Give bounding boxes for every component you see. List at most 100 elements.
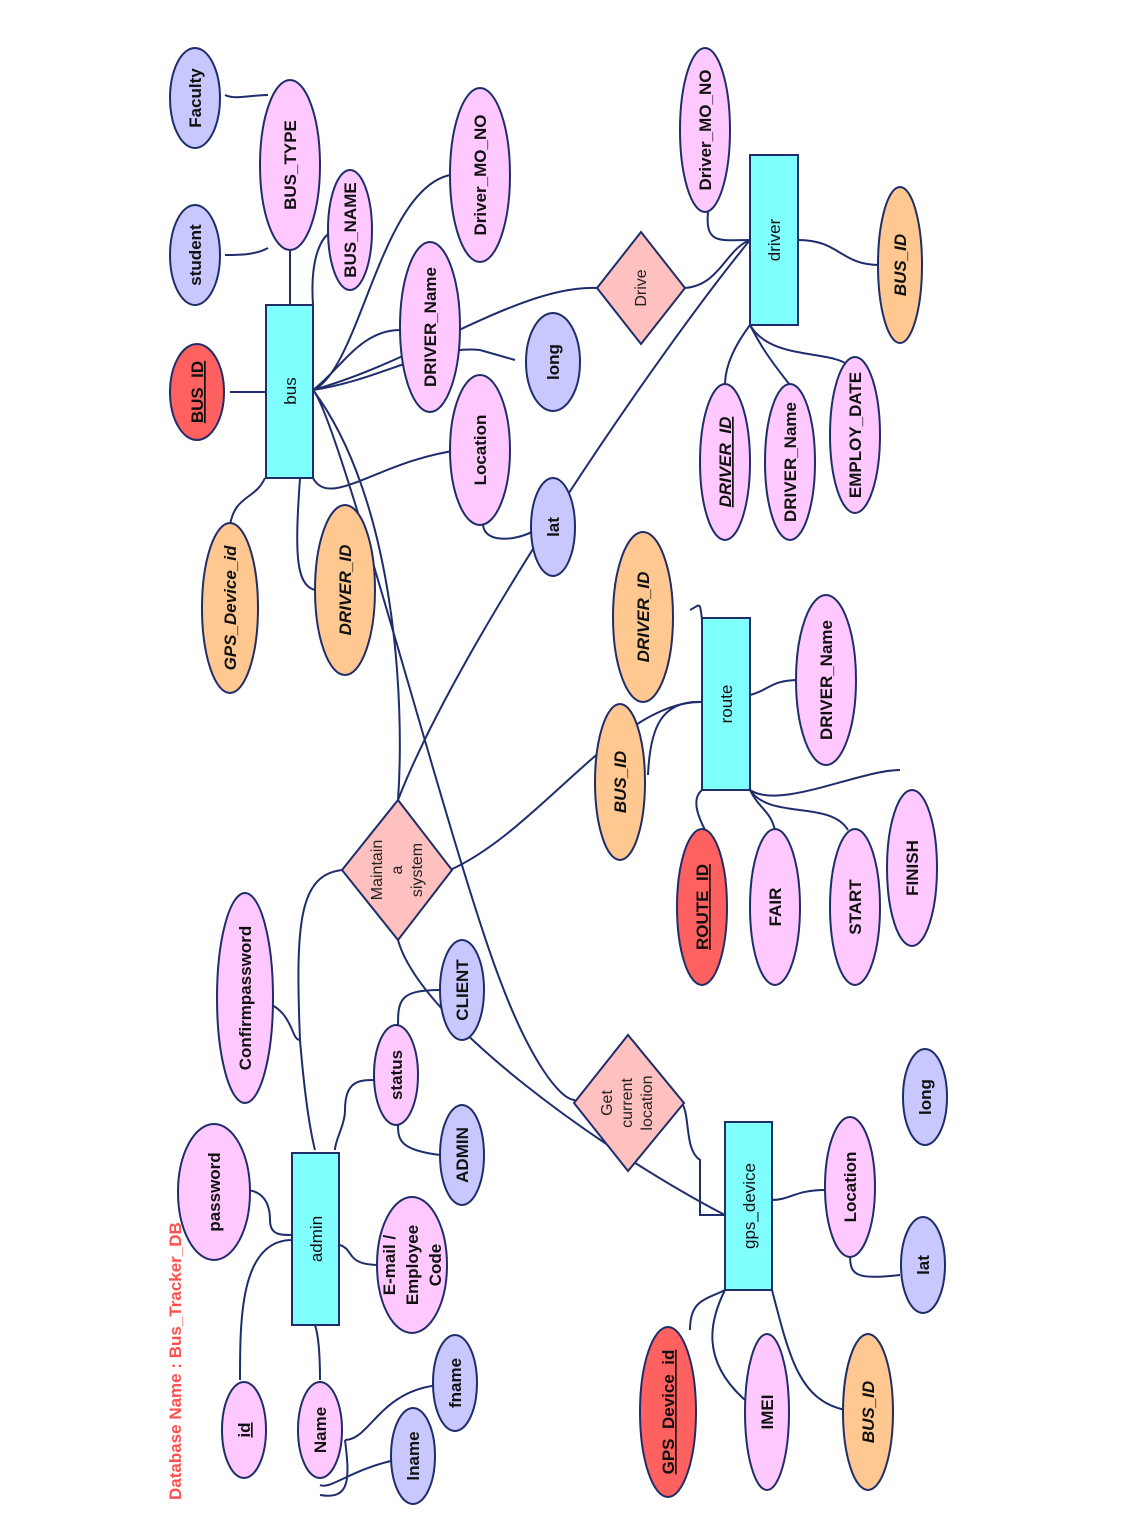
svg-text:location: location [639, 1075, 656, 1130]
svg-text:Confirmpassword: Confirmpassword [236, 926, 255, 1071]
svg-text:START: START [846, 879, 865, 935]
svg-text:BUS_ID: BUS_ID [188, 361, 207, 423]
svg-text:admin: admin [307, 1216, 326, 1262]
svg-text:Driver_MO_NO: Driver_MO_NO [471, 115, 490, 236]
svg-text:DRIVER_ID: DRIVER_ID [634, 572, 653, 663]
attr-name: Name [297, 1381, 343, 1479]
svg-text:long: long [916, 1079, 935, 1115]
svg-text:Get: Get [599, 1090, 616, 1116]
svg-text:DRIVER_ID: DRIVER_ID [716, 417, 735, 508]
attr-location-bus: Location [449, 374, 511, 526]
svg-text:fname: fname [446, 1358, 465, 1408]
svg-text:password: password [205, 1152, 224, 1231]
attr-lat-bus: lat [530, 477, 576, 577]
svg-text:Employee: Employee [403, 1225, 422, 1305]
attr-fname: fname [432, 1334, 478, 1432]
attr-driver-mo-no-drv: Driver_MO_NO [679, 47, 731, 213]
attr-driver-name-route: DRIVER_Name [795, 594, 857, 766]
svg-text:a: a [389, 865, 406, 874]
database-title: Database Name : Bus_Tracker_DB [166, 1222, 185, 1500]
svg-text:Code: Code [426, 1244, 445, 1287]
svg-text:DRIVER_ID: DRIVER_ID [336, 545, 355, 636]
svg-text:route: route [717, 685, 736, 724]
relationship-drive: Drive [595, 230, 687, 346]
attr-faculty: Faculty [169, 47, 221, 149]
svg-text:IMEI: IMEI [758, 1395, 777, 1430]
svg-text:Location: Location [471, 415, 490, 486]
attr-location-gps: Location [824, 1116, 876, 1258]
attr-email-employee-code: E-mail / Employee Code [376, 1196, 448, 1334]
attr-bus-id-gps: BUS_ID [842, 1333, 894, 1491]
svg-text:FAIR: FAIR [766, 888, 785, 927]
attr-lat-gps: lat [900, 1216, 946, 1314]
connector-lines [224, 94, 901, 1497]
attr-client: CLIENT [439, 939, 485, 1041]
svg-text:ADMIN: ADMIN [453, 1127, 472, 1183]
svg-text:GPS_Device_id: GPS_Device_id [221, 545, 240, 670]
attr-long-gps: long [902, 1048, 948, 1146]
entity-gps-device: gps_device [724, 1121, 773, 1291]
svg-text:lat: lat [544, 517, 563, 537]
svg-text:Drive: Drive [633, 269, 650, 306]
attr-start: START [829, 828, 881, 986]
svg-text:BUS_ID: BUS_ID [611, 751, 630, 813]
entity-driver: driver [749, 154, 799, 326]
entity-route: route [701, 617, 751, 791]
entity-bus: bus [265, 304, 314, 479]
svg-text:long: long [544, 344, 563, 380]
svg-text:current: current [619, 1078, 636, 1128]
attr-fair: FAIR [749, 828, 801, 986]
attr-bus-id-route: BUS_ID [594, 703, 646, 861]
attr-gps-device-id-bus: GPS_Device_id [201, 522, 259, 694]
attr-admin-role: ADMIN [439, 1104, 485, 1206]
svg-text:ROUTE_ID: ROUTE_ID [693, 864, 712, 950]
relationship-maintain: Maintain a siystem [340, 798, 454, 942]
svg-text:student: student [186, 224, 205, 286]
svg-text:BUS_ID: BUS_ID [891, 234, 910, 296]
svg-text:BUS_TYPE: BUS_TYPE [281, 120, 300, 210]
attr-bus-name: BUS_NAME [327, 169, 373, 291]
svg-text:siystem: siystem [409, 843, 426, 897]
attr-password: password [177, 1123, 251, 1261]
svg-text:DRIVER_Name: DRIVER_Name [421, 267, 440, 387]
svg-text:lat: lat [914, 1255, 933, 1275]
attr-employ-date: EMPLOY_DATE [829, 356, 881, 514]
attr-lname: lname [390, 1407, 436, 1505]
attr-driver-mo-no-bus: Driver_MO_NO [449, 87, 511, 263]
svg-text:Maintain: Maintain [369, 840, 386, 900]
attr-finish: FINISH [886, 789, 938, 947]
svg-text:Faculty: Faculty [186, 68, 205, 128]
attr-driver-id-bus: DRIVER_ID [314, 504, 376, 676]
attr-gps-device-id: GPS_Device_id [639, 1326, 697, 1498]
attr-bus-id: BUS_ID [169, 343, 225, 441]
svg-text:Name: Name [311, 1407, 330, 1453]
svg-text:BUS_ID: BUS_ID [859, 1381, 878, 1443]
attr-confirmpassword: Confirmpassword [216, 892, 274, 1104]
svg-text:EMPLOY_DATE: EMPLOY_DATE [846, 372, 865, 498]
svg-text:GPS_Device_id: GPS_Device_id [659, 1350, 678, 1475]
attr-bus-type: BUS_TYPE [259, 79, 321, 251]
attr-driver-name-bus: DRIVER_Name [399, 241, 461, 413]
attr-driver-id-route: DRIVER_ID [612, 531, 674, 703]
attr-status: status [373, 1024, 419, 1126]
svg-text:CLIENT: CLIENT [453, 959, 472, 1021]
svg-text:DRIVER_Name: DRIVER_Name [817, 620, 836, 740]
svg-text:Location: Location [841, 1152, 860, 1223]
svg-text:bus: bus [281, 377, 300, 404]
svg-text:driver: driver [765, 218, 784, 261]
attr-imei: IMEI [744, 1333, 790, 1491]
attr-long-bus: long [525, 312, 581, 412]
relationship-get-current-location: Get current location [572, 1033, 686, 1173]
svg-text:E-mail /: E-mail / [380, 1234, 399, 1295]
attr-id: id [221, 1381, 267, 1479]
attr-bus-id-drv: BUS_ID [877, 186, 923, 344]
entity-admin: admin [291, 1152, 340, 1326]
svg-text:id: id [235, 1422, 254, 1437]
svg-text:BUS_NAME: BUS_NAME [341, 182, 360, 277]
svg-text:FINISH: FINISH [903, 840, 922, 896]
attr-driver-id-drv: DRIVER_ID [699, 383, 751, 541]
attr-route-id: ROUTE_ID [676, 828, 728, 986]
attr-student: student [169, 204, 221, 306]
svg-text:Driver_MO_NO: Driver_MO_NO [696, 70, 715, 191]
